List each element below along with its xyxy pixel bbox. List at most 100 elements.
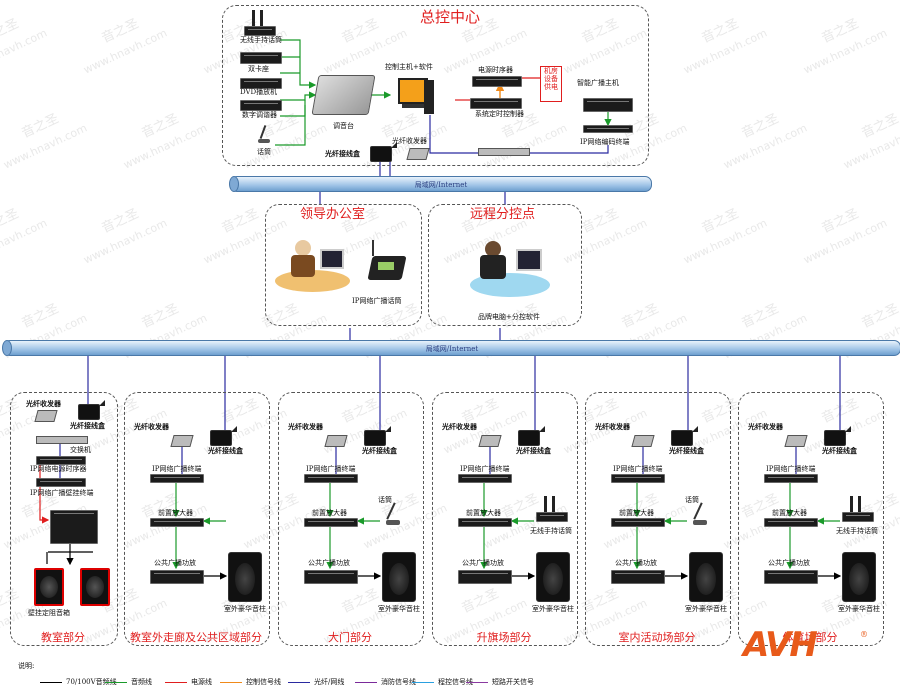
zone-amp-device — [304, 570, 358, 584]
zone-title: 室内活动场部分 — [618, 631, 696, 644]
zone-pre-label: 前置放大器 — [466, 509, 501, 517]
dual-deck-device — [240, 52, 282, 64]
zone-terminal-device — [764, 474, 818, 483]
smart-host-device — [583, 98, 633, 112]
zone-fiber-box-label: 光纤接线盒 — [208, 446, 243, 455]
zone-fiber-box-label: 光纤接线盒 — [516, 446, 551, 455]
zone-amp-device — [458, 570, 512, 584]
zone-terminal-device — [304, 474, 358, 483]
smart-host-label: 智能广播主机 — [577, 79, 619, 87]
registered-mark: ® — [860, 630, 868, 639]
zone-mic-label: 无线手持话筒 — [836, 527, 878, 535]
zone-pre-device — [304, 518, 358, 527]
legend-swatch — [165, 682, 187, 683]
zone-terminal-label: IP网络广播终端 — [766, 465, 816, 473]
zone-terminal-label: IP网络广播终端 — [306, 465, 356, 473]
column-speaker-icon — [689, 552, 723, 602]
zone-box — [10, 392, 118, 646]
legend-swatch — [288, 682, 310, 683]
zone-fiber-tx-icon — [170, 435, 194, 447]
zone-amp-device — [611, 570, 665, 584]
zone-fiber-tx-label: 光纤收发器 — [134, 422, 169, 431]
zone-speaker-label: 室外豪华音柱 — [224, 605, 266, 613]
dvd-label: DVD播放机 — [240, 88, 278, 96]
wireless-mic-icon — [552, 496, 555, 512]
wall-speaker-right — [80, 568, 110, 606]
zone-mic-label: 无线手持话筒 — [530, 527, 572, 535]
zone-pre-label: 前置放大器 — [158, 509, 193, 517]
zone-fiber-tx-label: 光纤收发器 — [288, 422, 323, 431]
zone-terminal-label: IP网络广播终端 — [460, 465, 510, 473]
host-label: 控制主机+软件 — [385, 63, 433, 71]
zone-amp-label: 公共广播功放 — [768, 559, 810, 567]
wireless-mic-icon — [242, 10, 276, 36]
column-speaker-icon — [536, 552, 570, 602]
legend-label: 控制信号线 — [246, 678, 281, 686]
zone-speaker-label: 壁挂定阻音箱 — [28, 609, 70, 617]
zone-amp-label: 公共广播功放 — [308, 559, 350, 567]
zone-fiber-tx-icon — [478, 435, 502, 447]
zone-pre-device — [764, 518, 818, 527]
network-top-label: 局域网/Internet — [414, 181, 468, 189]
wireless-mic-icon — [544, 496, 547, 512]
legend-swatch — [466, 682, 488, 683]
zone-wall-terminal — [50, 510, 98, 544]
zone-switch-label: 交换机 — [70, 446, 91, 454]
zone-fiber-box-label: 光纤接线盒 — [362, 446, 397, 455]
office-box — [265, 204, 422, 326]
ip-encoder-label: IP网络编码终端 — [580, 138, 630, 146]
zone-title: 教室外走廊及公共区域部分 — [130, 631, 262, 644]
legend-swatch — [40, 682, 62, 683]
zone-fiber-tx-icon — [324, 435, 348, 447]
remote-title: 远程分控点 — [470, 207, 536, 222]
zone-speaker-label: 室外豪华音柱 — [532, 605, 574, 613]
zone-title: 升旗场部分 — [476, 631, 532, 644]
center-fiber-tx-label: 光纤收发器 — [392, 137, 427, 145]
zone-wall-label: IP网络广播壁挂终端 — [30, 489, 94, 497]
dual-deck-label: 双卡座 — [248, 65, 269, 73]
switch-device — [478, 148, 530, 156]
column-speaker-icon — [228, 552, 262, 602]
wall-speaker-left — [34, 568, 64, 606]
zone-fiber-tx-icon — [631, 435, 655, 447]
zone-pre-device — [458, 518, 512, 527]
tuner-label: 数字调谐器 — [242, 111, 277, 119]
network-pipe-main: 局域网/Internet — [2, 340, 900, 356]
zone-mic-label: 话筒 — [685, 496, 699, 504]
zone-fiber-box-icon — [518, 426, 545, 446]
zone-speaker-label: 室外豪华音柱 — [838, 605, 880, 613]
zone-fiber-tx-label: 光纤收发器 — [26, 399, 61, 408]
legend-swatch — [105, 682, 127, 683]
legend-label: 程控信号线 — [438, 678, 473, 686]
mic-base — [386, 520, 400, 525]
ip-encoder-device — [583, 125, 633, 133]
zone-terminal-device — [611, 474, 665, 483]
control-center-box — [222, 5, 649, 166]
legend-swatch — [220, 682, 242, 683]
remote-device-label: 品牌电脑+分控软件 — [478, 313, 540, 321]
mic-label: 话筒 — [257, 148, 271, 156]
zone-box — [124, 392, 270, 646]
zone-pre-device — [611, 518, 665, 527]
legend-swatch — [355, 682, 377, 683]
zone-seq-label: IP网络电源时序器 — [30, 465, 87, 473]
zone-amp-device — [764, 570, 818, 584]
remote-box — [428, 204, 582, 326]
legend-label: 电源线 — [191, 678, 212, 686]
remote-desk-icon — [470, 235, 550, 305]
zone-box — [738, 392, 884, 646]
computer-icon — [398, 78, 438, 118]
column-speaker-icon — [842, 552, 876, 602]
office-device-label: IP网络广播话筒 — [352, 297, 402, 305]
zone-pre-device — [150, 518, 204, 527]
zone-pre-label: 前置放大器 — [619, 509, 654, 517]
avh-logo: AVH ® — [743, 628, 868, 662]
zone-switch-icon — [36, 436, 88, 444]
zone-fiber-box-icon — [364, 426, 391, 446]
legend-swatch — [412, 682, 434, 683]
zone-amp-label: 公共广播功放 — [462, 559, 504, 567]
zone-title: 教室部分 — [41, 631, 85, 644]
zone-amp-device — [150, 570, 204, 584]
mic-base — [693, 520, 707, 525]
zone-terminal-label: IP网络广播终端 — [613, 465, 663, 473]
